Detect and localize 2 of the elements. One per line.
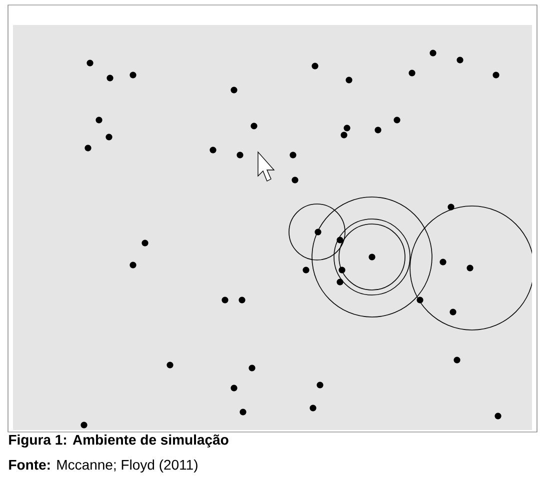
figure-caption: Figura 1: Ambiente de simulação (9, 434, 228, 448)
source-note: Fonte: Mccanne; Floyd (2011) (9, 459, 198, 473)
